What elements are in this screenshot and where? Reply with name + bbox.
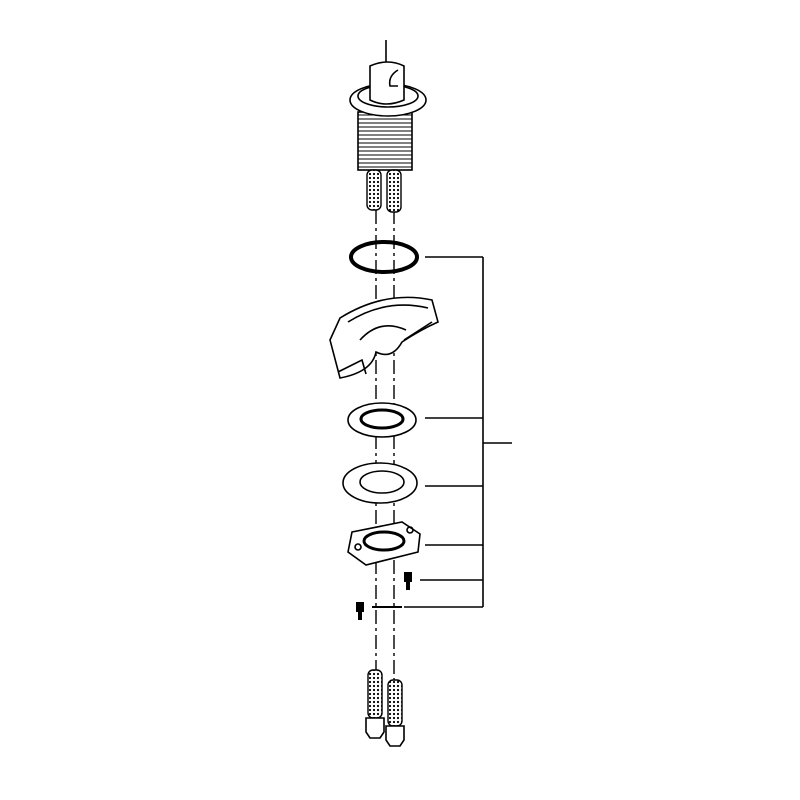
parts-bracket [404,256,512,608]
lower-supply-hoses [365,669,405,747]
washer-lower [342,462,418,504]
axis-lines [375,210,395,680]
mounting-screws [356,572,412,620]
o-ring [349,240,419,274]
mounting-flange [347,521,421,566]
upper-supply-hoses [366,169,402,213]
countertop-section [329,296,439,379]
washer-upper [347,402,417,438]
faucet-body [349,40,427,171]
